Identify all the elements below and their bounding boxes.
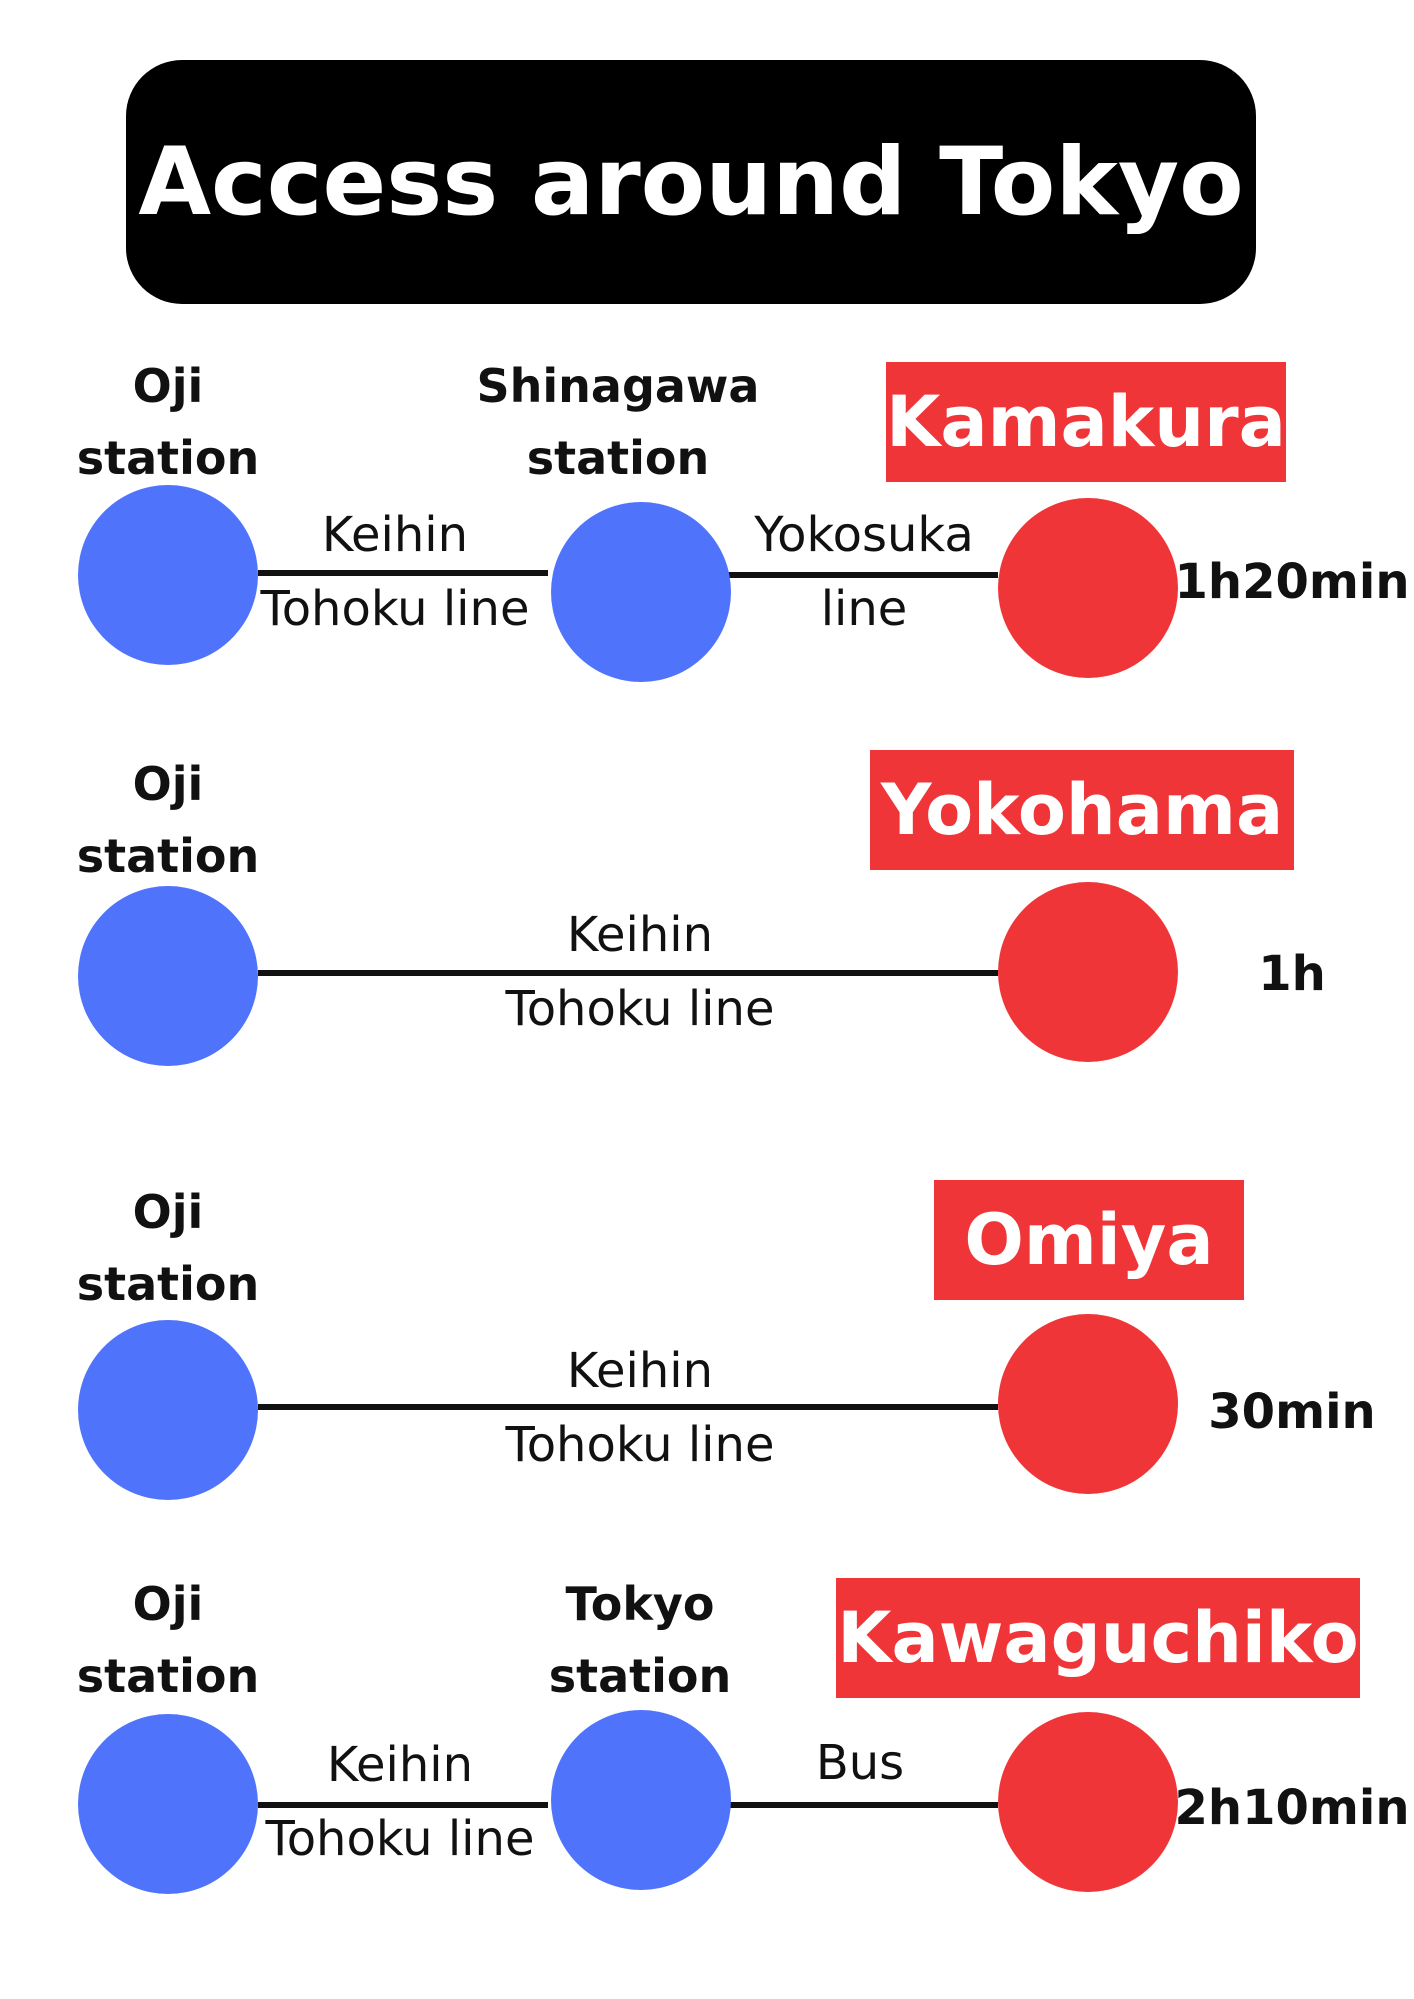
travel-time: 1h20min [1174,554,1410,610]
destination-circle [998,882,1178,1062]
route-kawaguchiko: Oji station Tokyo station Kawaguchiko Ke… [0,1568,1414,1908]
route-yokohama: Oji station Yokohama Keihin Tohoku line … [0,748,1414,1088]
via-label-line1: Shinagawa [476,359,760,413]
via-label: Shinagawa station [477,350,760,494]
origin-label-line2: station [76,829,260,883]
origin-label: Oji station [77,1568,260,1712]
via-station-circle [551,502,731,682]
route-line [258,1404,998,1410]
travel-time: 2h10min [1174,1780,1410,1836]
segment-label-line2: Tohoku line [265,1811,535,1867]
origin-label-line1: Oji [132,359,204,413]
route-line [728,1802,998,1808]
segment-label: Keihin Tohoku line [506,898,775,1046]
segment-label-line1: Keihin [321,507,469,563]
via-label-line2: station [548,1649,732,1703]
origin-label: Oji station [77,748,260,892]
destination-badge: Omiya [934,1180,1244,1300]
destination-circle [998,1712,1178,1892]
segment-label-line2: Tohoku line [505,981,775,1037]
page-title: Access around Tokyo [138,127,1244,237]
title-banner: Access around Tokyo [126,60,1256,304]
origin-label-line1: Oji [132,757,204,811]
origin-label-line1: Oji [132,1185,204,1239]
origin-station-circle [78,485,258,665]
origin-label: Oji station [77,350,260,494]
segment-label-line1: Keihin [326,1737,474,1793]
via-station-circle [551,1710,731,1890]
segment-label-line1: Keihin [566,907,714,963]
segment-label: Keihin Tohoku line [266,1728,535,1876]
segment-label: Bus [816,1726,904,1800]
origin-label-line2: station [76,1257,260,1311]
origin-label-line1: Oji [132,1577,204,1631]
via-label-line1: Tokyo [565,1577,715,1631]
segment-label-line1: Yokosuka [754,507,974,563]
route-omiya: Oji station Omiya Keihin Tohoku line 30m… [0,1176,1414,1516]
segment-label: Yokosuka line [754,498,974,646]
segment-label: Keihin Tohoku line [506,1334,775,1482]
segment-label-line2: line [820,581,908,637]
destination-badge: Kawaguchiko [836,1578,1360,1698]
via-label-line2: station [526,431,710,485]
origin-label: Oji station [77,1176,260,1320]
origin-station-circle [78,1320,258,1500]
destination-badge: Kamakura [886,362,1286,482]
segment-label-line1: Keihin [566,1343,714,1399]
segment-label-line2: Tohoku line [260,581,530,637]
route-line [258,970,998,976]
origin-label-line2: station [76,431,260,485]
destination-circle [998,498,1178,678]
route-line [728,572,998,578]
origin-station-circle [78,1714,258,1894]
destination-badge: Yokohama [870,750,1294,870]
route-line [258,570,548,576]
travel-time: 30min [1208,1384,1376,1440]
origin-station-circle [78,886,258,1066]
segment-label: Keihin Tohoku line [261,498,530,646]
origin-label-line2: station [76,1649,260,1703]
travel-time: 1h [1258,946,1326,1002]
route-kamakura: Oji station Shinagawa station Kamakura K… [0,350,1414,690]
segment-label-line2: Tohoku line [505,1417,775,1473]
destination-circle [998,1314,1178,1494]
segment-label-line1: Bus [815,1735,905,1791]
route-line [258,1802,548,1808]
via-label: Tokyo station [549,1568,732,1712]
